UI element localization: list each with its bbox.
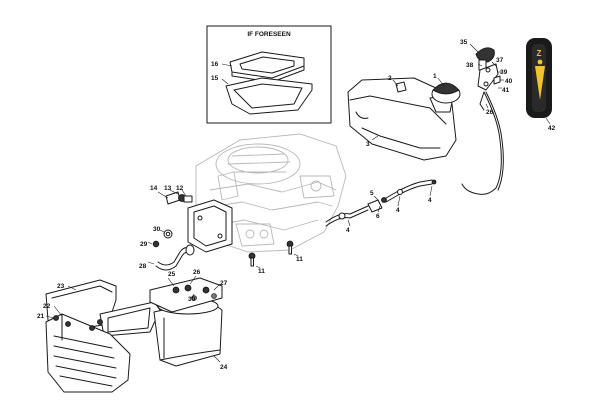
bolt-11b [286, 240, 294, 255]
throttle-knob [475, 47, 495, 71]
fuel-tank [347, 77, 457, 161]
fuel-cap [431, 82, 461, 104]
label-16: 16 [211, 61, 219, 68]
fitting-12-14 [165, 191, 193, 205]
label-21: 21 [37, 313, 45, 320]
bolt-11a [248, 252, 256, 267]
label-11b: 11 [296, 256, 303, 263]
label-15: 15 [211, 75, 219, 82]
screw-29 [152, 240, 160, 248]
filter-base-plate [149, 277, 223, 313]
fuel-line [325, 179, 437, 227]
label-2: 2 [388, 75, 392, 82]
inset-if-foreseen: IF FORESEEN 16 15 [206, 25, 332, 124]
inset-tray [225, 77, 313, 115]
label-6: 6 [376, 213, 380, 220]
gasket-30 [163, 229, 173, 239]
label-3: 3 [366, 141, 370, 148]
label-28: 28 [139, 263, 147, 270]
label-12: 12 [176, 185, 184, 192]
tank-bolt-2 [395, 81, 407, 93]
intake-flange [187, 199, 233, 253]
inset-title: IF FORESEEN [247, 31, 291, 38]
label-41: 41 [502, 87, 510, 94]
label-39: 39 [500, 69, 508, 76]
label-42: 42 [548, 125, 556, 132]
label-26b: 26 [193, 269, 201, 276]
label-29: 29 [140, 241, 148, 248]
badge-letter: Z [537, 49, 542, 58]
label-4c: 4 [428, 197, 432, 204]
label-11a: 11 [258, 268, 265, 275]
label-30b: 30 [188, 296, 196, 303]
label-37: 37 [496, 57, 504, 64]
label-23: 23 [57, 283, 65, 290]
label-38: 38 [466, 62, 474, 69]
elbow-hose-28 [155, 244, 195, 271]
label-5: 5 [370, 190, 374, 197]
label-27: 27 [220, 280, 228, 287]
label-4a: 4 [346, 227, 350, 234]
label-4b: 4 [396, 207, 400, 214]
label-26: 26 [486, 109, 494, 116]
label-40: 40 [505, 78, 513, 85]
throttle-cable [461, 91, 502, 195]
label-24: 24 [220, 364, 228, 371]
label-25: 25 [168, 271, 176, 278]
label-1: 1 [433, 73, 437, 80]
label-14: 14 [150, 185, 158, 192]
air-filter-housing [45, 313, 131, 393]
label-30a: 30 [153, 226, 161, 233]
label-22: 22 [43, 303, 51, 310]
throttle-bracket [477, 63, 501, 91]
label-13: 13 [164, 185, 172, 192]
model-badge: Z [526, 38, 552, 118]
label-35: 35 [460, 39, 468, 46]
